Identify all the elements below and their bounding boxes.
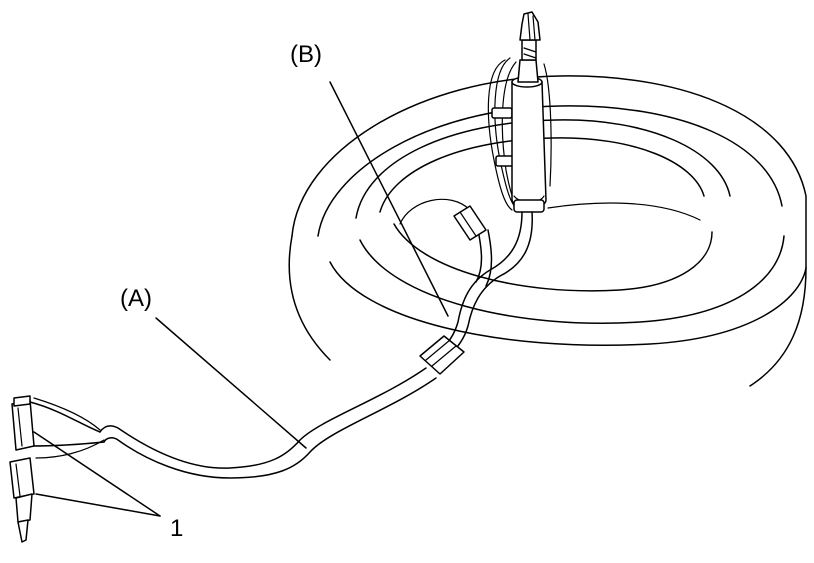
leader-1b: [35, 493, 161, 517]
label-b: (B): [290, 41, 322, 68]
branch-connector: [453, 205, 487, 241]
clip-lower: [9, 457, 35, 499]
leader-b: [329, 81, 449, 317]
harness-cable: [29, 205, 533, 479]
clip-upper: [11, 399, 35, 451]
wire-clip-upper: [491, 107, 513, 119]
tire: [288, 75, 807, 387]
label-a: (A): [120, 285, 152, 312]
leader-1a: [33, 431, 161, 517]
leader-a: [155, 317, 307, 449]
leader-lines: [33, 81, 449, 517]
alligator-clips: [9, 395, 35, 543]
label-1: 1: [170, 515, 183, 542]
mid-connector: [419, 335, 465, 375]
sensor-tube-unit: [487, 11, 552, 213]
